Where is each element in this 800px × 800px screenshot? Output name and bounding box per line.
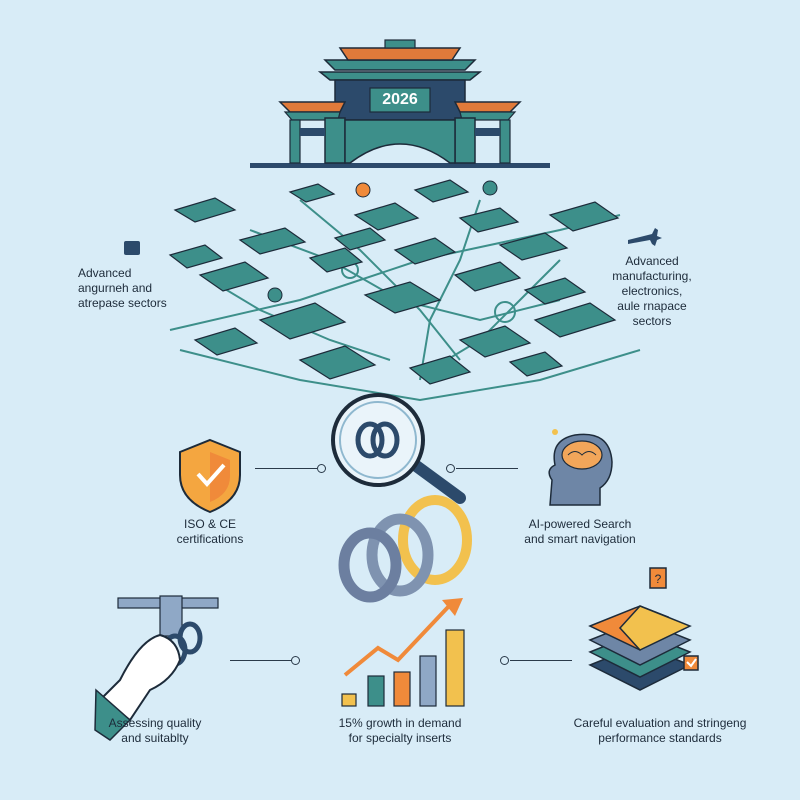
growth-line-2: for specialty inserts: [348, 731, 452, 745]
left-sector-line-1: Advanced: [78, 266, 132, 280]
right-sector-line-4: aule rnapace: [617, 299, 687, 313]
right-sector-label: Advanced manufacturing, electronics, aul…: [602, 254, 702, 329]
chip-tiles: [168, 179, 620, 385]
connector-dot: [500, 656, 509, 665]
certification-line-2: certifications: [176, 532, 244, 546]
ring-inserts: [338, 495, 472, 603]
certification-label: ISO & CE certifications: [150, 517, 270, 547]
right-sector-line-5: sectors: [632, 314, 672, 328]
connector-magnifier-ai: [456, 468, 518, 469]
certification-line-1: ISO & CE: [183, 517, 236, 531]
left-sector-label: Advanced angurneh and atrepase sectors: [78, 266, 188, 311]
shield-check-icon: [179, 438, 241, 514]
evaluation-label: Careful evaluation and stringeng perform…: [560, 716, 760, 746]
brain-head-icon: [548, 429, 613, 506]
growth-label: 15% growth in demand for specialty inser…: [320, 716, 480, 746]
right-sector-line-2: manufacturing,: [612, 269, 692, 283]
evaluation-line-2: performance standards: [598, 731, 722, 745]
connector-cert-magnifier: [255, 468, 317, 469]
quality-label: Assessing quality and suitablty: [90, 716, 220, 746]
gear-icons: [267, 180, 498, 303]
airplane-icon: [628, 228, 662, 246]
connector-dot: [446, 464, 455, 473]
ai-search-line-1: AI-powered Search: [528, 517, 632, 531]
svg-text:?: ?: [655, 572, 662, 586]
growth-line-1: 15% growth in demand: [338, 716, 462, 730]
quality-line-1: Assessing quality: [108, 716, 202, 730]
magnifier-icon: [331, 393, 466, 504]
left-sector-line-2: angurneh and: [78, 281, 153, 295]
gate-year-plaque: 2026: [382, 91, 418, 108]
left-sector-line-3: atrepase sectors: [78, 296, 167, 310]
quality-line-2: and suitablty: [121, 731, 189, 745]
ai-search-line-2: and smart navigation: [524, 532, 636, 546]
factory-icon: [124, 241, 140, 255]
connector-dot: [291, 656, 300, 665]
ai-search-label: AI-powered Search and smart navigation: [500, 517, 660, 547]
puzzle-stack-icon: ?: [588, 567, 699, 691]
evaluation-line-1: Careful evaluation and stringeng: [573, 716, 747, 730]
connector-dot: [317, 464, 326, 473]
caliper-hand-icon: [94, 595, 219, 741]
growth-chart: [341, 598, 465, 707]
gate-illustration: [250, 39, 550, 168]
connector-quality-growth: [230, 660, 292, 661]
right-sector-line-3: electronics,: [621, 284, 683, 298]
right-sector-line-1: Advanced: [625, 254, 679, 268]
connector-growth-evaluation: [510, 660, 572, 661]
